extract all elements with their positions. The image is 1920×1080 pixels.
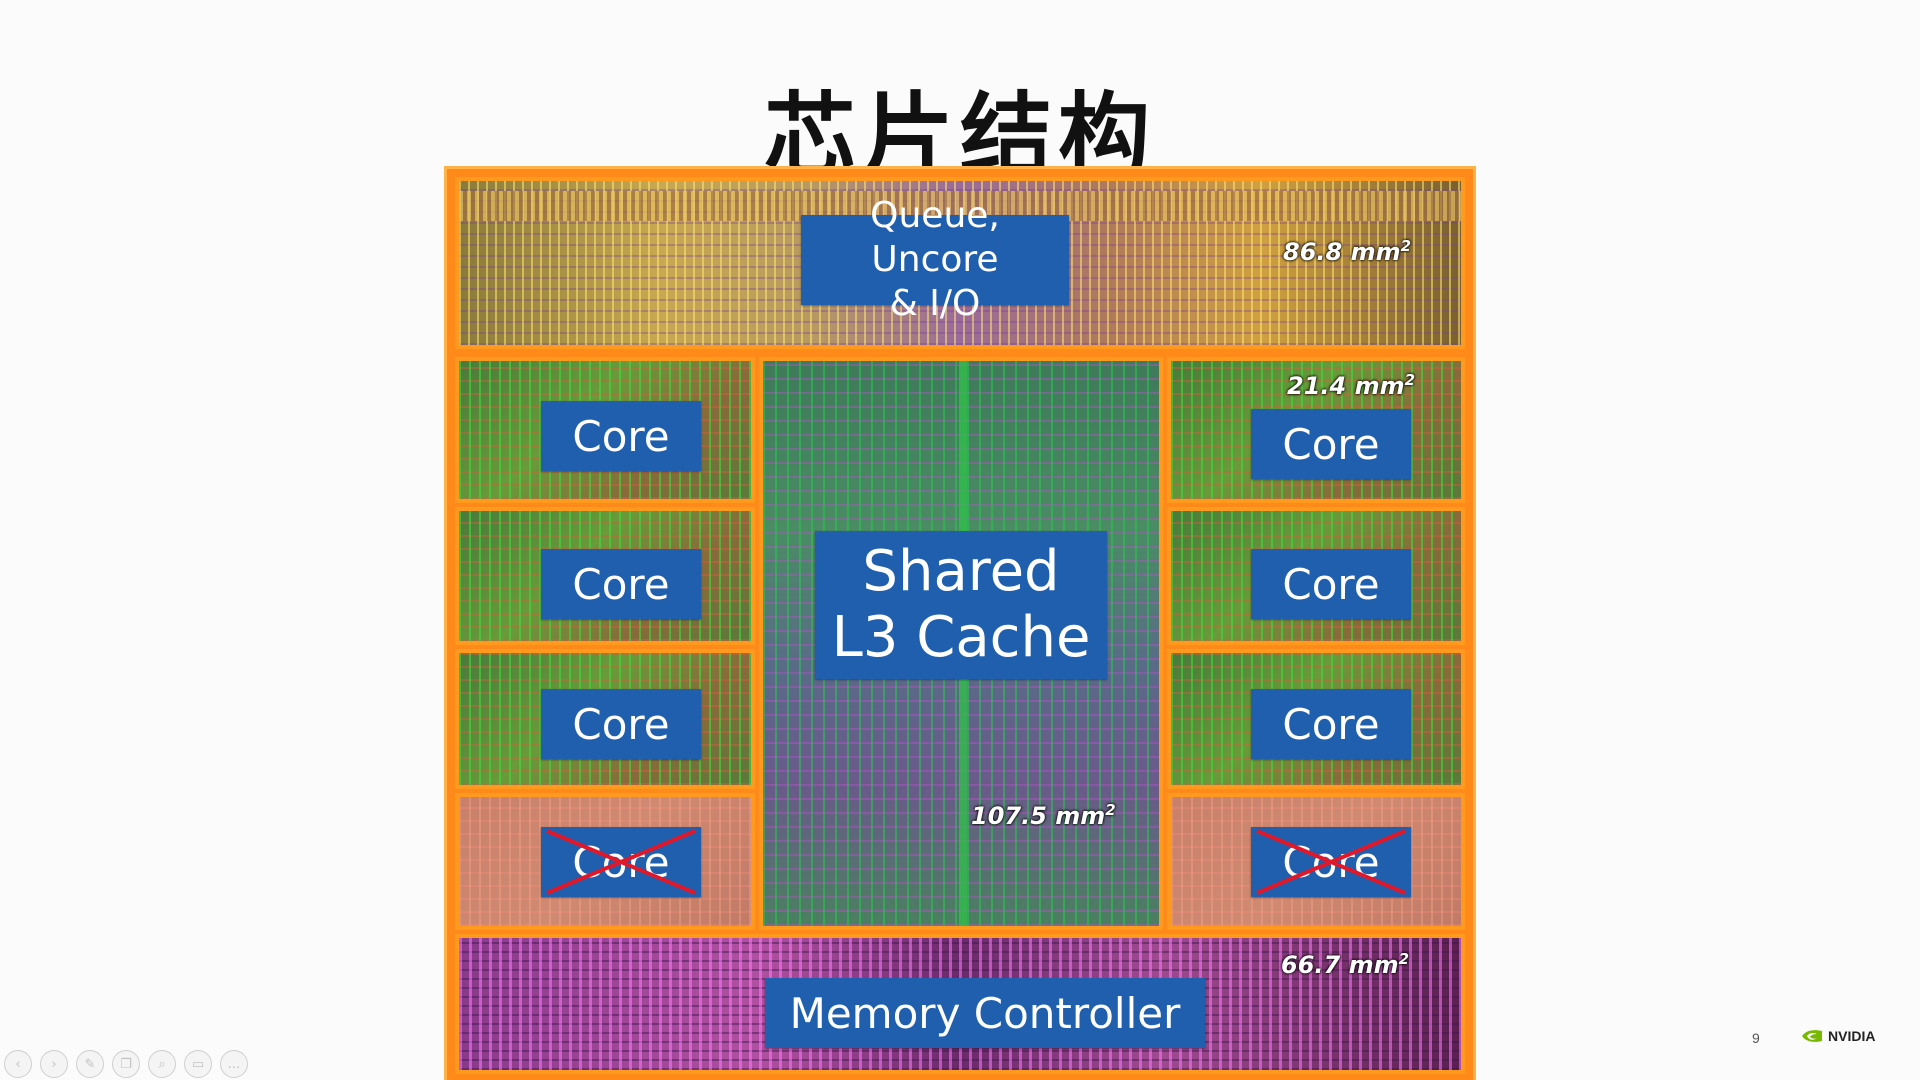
core-area-value: 21.4 mm [1287, 372, 1405, 400]
uncore-area-label: 86.8 mm2 [1283, 237, 1411, 266]
disabled-core-label: Core [1251, 827, 1411, 897]
core-block-right-4-disabled: Core [1167, 793, 1465, 930]
memory-area-exp: 2 [1398, 950, 1410, 968]
core-label: Core [1251, 409, 1411, 479]
core-label: Core [541, 401, 701, 471]
memory-controller-region: Memory Controller 66.7 mm2 [455, 934, 1465, 1074]
l3-cache-region: Shared L3 Cache 107.5 mm2 [759, 357, 1163, 930]
presentation-toolbar: ‹ › ✎ ❐ ⌕ ▭ … [4, 1050, 248, 1078]
cross-out-icon [1256, 829, 1406, 895]
core-block-left-3: Core [455, 649, 755, 789]
page-number: 9 [1752, 1030, 1760, 1046]
uncore-area-value: 86.8 mm [1283, 238, 1401, 266]
l3-cache-label-line1: Shared [862, 539, 1060, 604]
nvidia-eye-icon [1802, 1030, 1822, 1042]
screen-icon[interactable]: ▭ [184, 1050, 212, 1078]
memory-area-value: 66.7 mm [1281, 951, 1399, 979]
l3-cache-area-label: 107.5 mm2 [971, 801, 1116, 830]
copy-icon[interactable]: ❐ [112, 1050, 140, 1078]
cross-out-icon [546, 829, 696, 895]
zoom-icon[interactable]: ⌕ [148, 1050, 176, 1078]
nvidia-logo: NVIDIA [1800, 1028, 1875, 1044]
core-block-left-2: Core [455, 507, 755, 645]
core-area-exp: 2 [1404, 371, 1416, 389]
uncore-label: Queue, Uncore & I/O [801, 195, 1069, 324]
l3-cache-label-line2: L3 Cache [831, 605, 1091, 670]
core-block-left-4-disabled: Core [455, 793, 755, 930]
core-label: Core [1251, 549, 1411, 619]
uncore-area-exp: 2 [1400, 237, 1412, 255]
core-label: Core [541, 689, 701, 759]
uncore-label-line1: Queue, Uncore [870, 195, 1000, 280]
core-area-label: 21.4 mm2 [1287, 371, 1415, 400]
l3-cache-label: Shared L3 Cache [815, 531, 1107, 679]
l3-cache-area-value: 107.5 mm [971, 802, 1106, 830]
core-label: Core [541, 549, 701, 619]
memory-area-label: 66.7 mm2 [1281, 950, 1409, 979]
core-block-right-3: Core [1167, 649, 1465, 789]
core-block-right-2: Core [1167, 507, 1465, 645]
next-icon[interactable]: › [40, 1050, 68, 1078]
core-label: Core [1251, 689, 1411, 759]
pen-icon[interactable]: ✎ [76, 1050, 104, 1078]
disabled-core-label: Core [541, 827, 701, 897]
core-block-left-1: Core [455, 357, 755, 503]
memory-controller-label: Memory Controller [765, 978, 1205, 1048]
uncore-label-line2: & I/O [889, 283, 981, 324]
core-block-right-1: Core 21.4 mm2 [1167, 357, 1465, 503]
nvidia-logo-text: NVIDIA [1828, 1028, 1876, 1044]
uncore-region: Queue, Uncore & I/O 86.8 mm2 [455, 177, 1465, 349]
more-icon[interactable]: … [220, 1050, 248, 1078]
l3-cache-area-exp: 2 [1105, 801, 1116, 819]
prev-icon[interactable]: ‹ [4, 1050, 32, 1078]
chip-die-image: Queue, Uncore & I/O 86.8 mm2 Shared L3 C… [447, 169, 1473, 1080]
